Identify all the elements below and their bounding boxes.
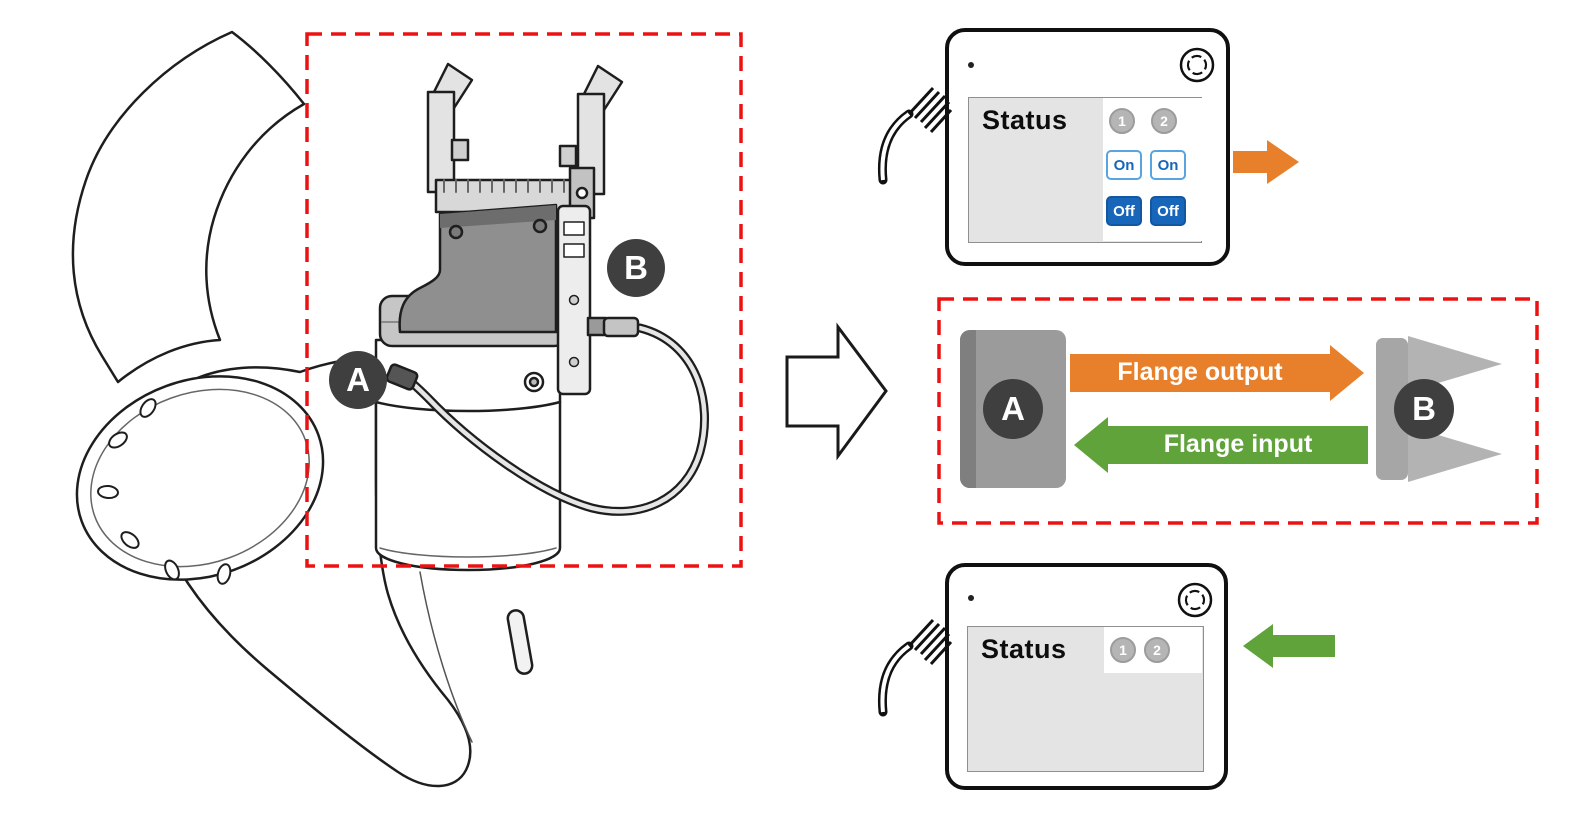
flange-a-spine xyxy=(960,330,976,488)
pendant-on: Status 1 2 On On Off Off xyxy=(877,28,1230,266)
indicator-1: 1 xyxy=(1109,108,1135,134)
indicator-1: 1 xyxy=(1110,637,1136,663)
status-screen-on: Status 1 2 On On Off Off xyxy=(968,97,1203,243)
indicator-strip: 1 2 xyxy=(1104,627,1202,673)
flange-a-label: A xyxy=(1001,390,1025,427)
connector-a-label: A xyxy=(346,361,370,398)
connector-a-badge: A xyxy=(329,351,387,409)
power-button[interactable] xyxy=(1175,580,1215,620)
output-arrow-small xyxy=(1233,140,1299,184)
power-button[interactable] xyxy=(1177,45,1217,85)
status-screen-idle: Status 1 2 xyxy=(967,626,1204,772)
flange-input-label: Flange input xyxy=(1163,430,1313,458)
robot-arm-illustration xyxy=(71,30,710,788)
connector-b-badge: B xyxy=(607,239,665,297)
on-button-1[interactable]: On xyxy=(1106,150,1142,180)
pendant-led-dot xyxy=(968,62,974,68)
flange-a-badge: A xyxy=(983,379,1043,439)
upper-arm xyxy=(71,30,306,384)
off-button-2[interactable]: Off xyxy=(1150,196,1186,226)
flange-input-arrow: Flange input xyxy=(1074,417,1368,473)
io-panel: 1 2 On On Off Off xyxy=(1103,98,1203,241)
status-title: Status xyxy=(982,105,1068,135)
pendant-cable xyxy=(877,86,953,185)
off-button-1[interactable]: Off xyxy=(1106,196,1142,226)
joint-screws xyxy=(97,398,232,585)
pendant-cable xyxy=(877,618,953,717)
io-board xyxy=(556,204,608,396)
on-button-2[interactable]: On xyxy=(1150,150,1186,180)
status-title: Status xyxy=(981,634,1067,664)
flange-b-badge: B xyxy=(1394,379,1454,439)
indicator-2: 2 xyxy=(1151,108,1177,134)
indicator-2: 2 xyxy=(1144,637,1170,663)
flange-output-label: Flange output xyxy=(1117,358,1283,386)
flange-b-label: B xyxy=(1412,390,1436,427)
plug-b xyxy=(602,316,640,338)
input-arrow-small xyxy=(1243,624,1335,668)
flange-output-arrow: Flange output xyxy=(1070,345,1364,401)
connector-b-label: B xyxy=(624,249,648,286)
pendant-led-dot xyxy=(968,595,974,601)
pendant-idle: Status 1 2 xyxy=(877,563,1228,790)
